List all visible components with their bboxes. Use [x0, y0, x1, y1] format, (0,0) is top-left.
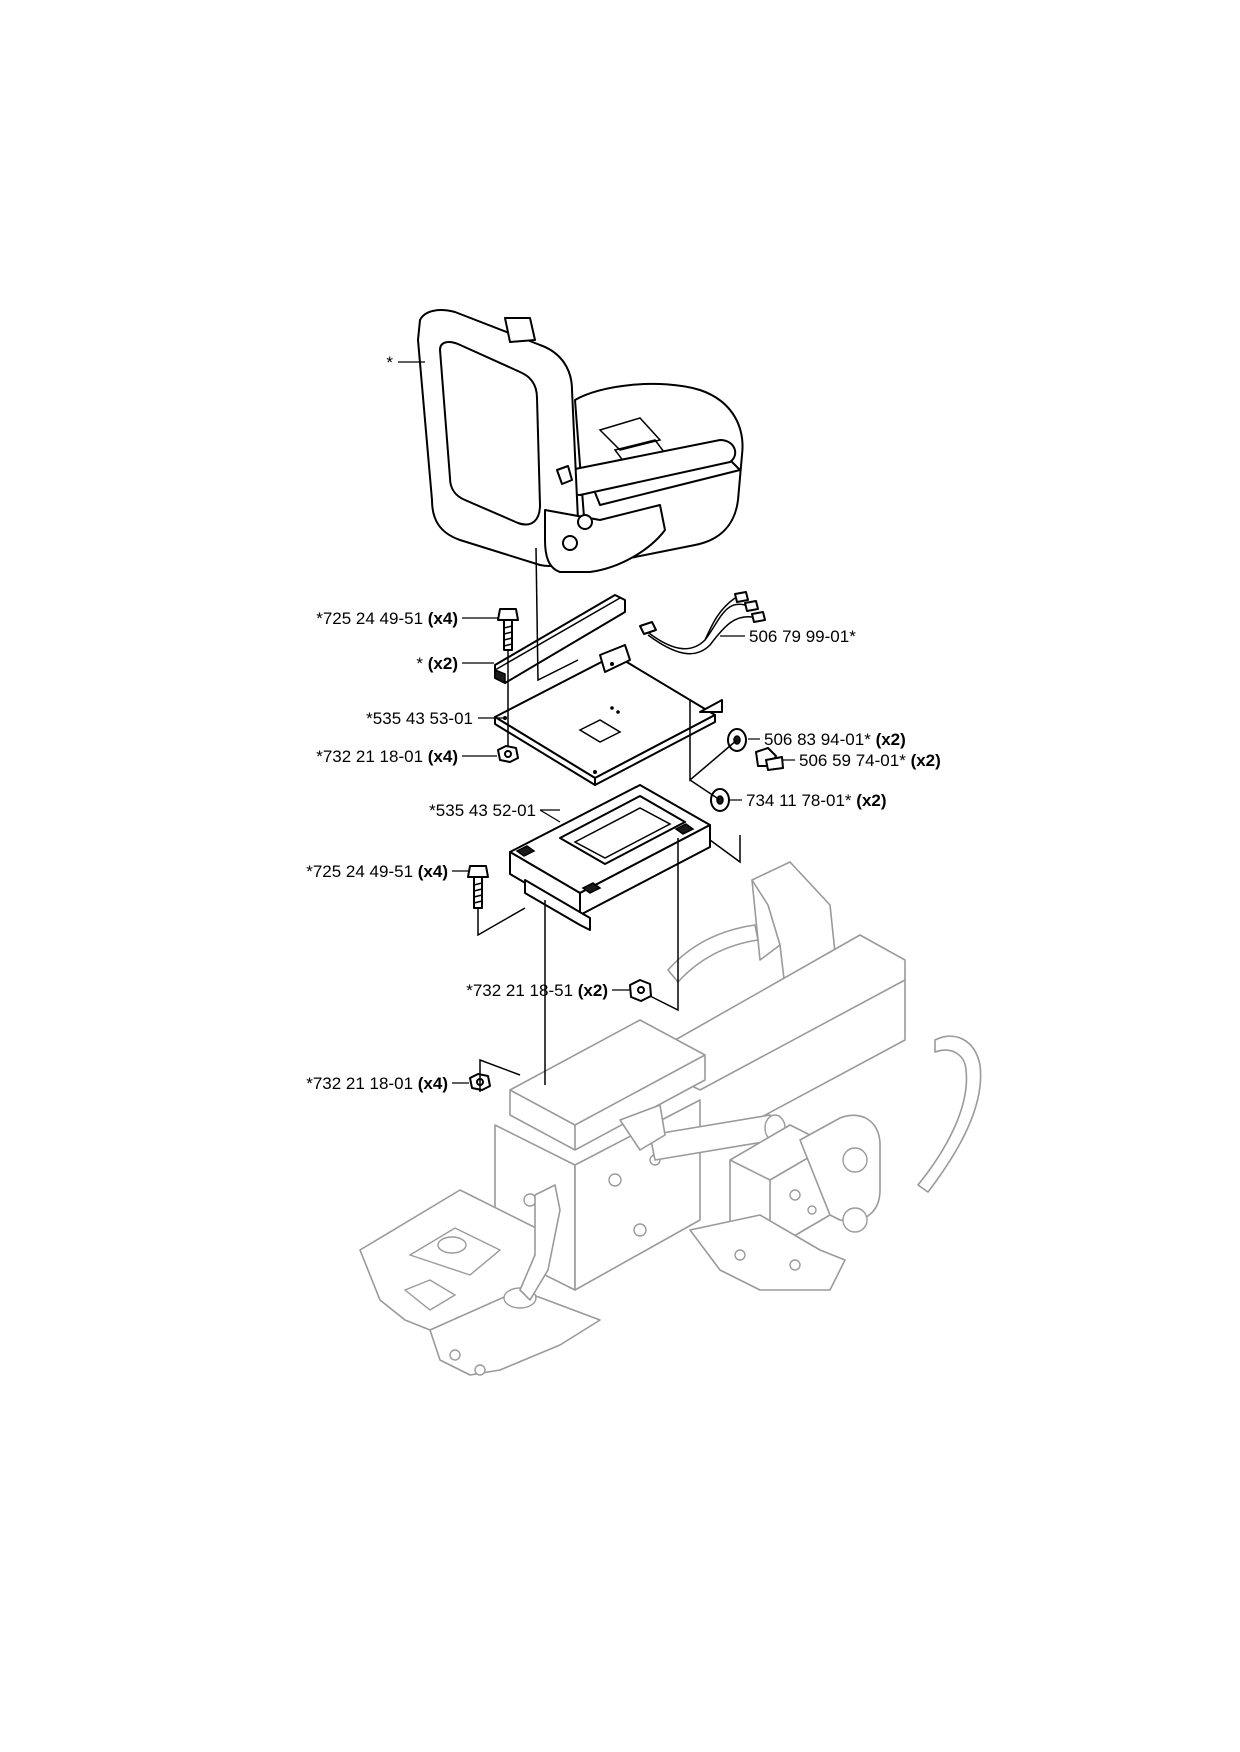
seat-bracket — [509, 784, 711, 931]
label-bolt-top: *725 24 49-51 (x4) — [316, 609, 458, 628]
tractor-frame — [359, 861, 982, 1376]
label-nut-top: *732 21 18-01 (x4) — [316, 747, 458, 766]
label-nut-bottom: *732 21 18-01 (x4) — [306, 1074, 448, 1093]
leader-lines — [398, 361, 795, 1084]
part-labels: * *725 24 49-51 (x4) * (x2) 506 79 99-01… — [306, 353, 941, 1093]
nut-top — [497, 745, 519, 763]
label-seat: * — [386, 353, 393, 372]
label-bolt-mid: *725 24 49-51 (x4) — [306, 862, 448, 881]
seat-rail — [494, 594, 626, 685]
label-bracket: *535 43 52-01 — [429, 801, 536, 820]
bolt-top — [497, 608, 519, 651]
assembly-guide-lines — [477, 547, 741, 1092]
label-knob: 506 59 74-01* (x2) — [799, 751, 941, 770]
bolt-mid — [467, 865, 489, 909]
nut-mid — [629, 979, 652, 1002]
label-harness: 506 79 99-01* — [749, 627, 856, 646]
label-plate-top: *535 43 53-01 — [366, 709, 473, 728]
label-washer-b: 734 11 78-01* (x2) — [746, 791, 887, 810]
label-rail: * (x2) — [416, 654, 458, 673]
label-washer-a: 506 83 94-01* (x2) — [764, 730, 906, 749]
wire-harness — [639, 591, 766, 655]
mounting-plate — [494, 644, 723, 786]
label-nut-mid: *732 21 18-51 (x2) — [466, 981, 608, 1000]
knob — [755, 747, 784, 771]
seat-assembly — [417, 309, 744, 573]
